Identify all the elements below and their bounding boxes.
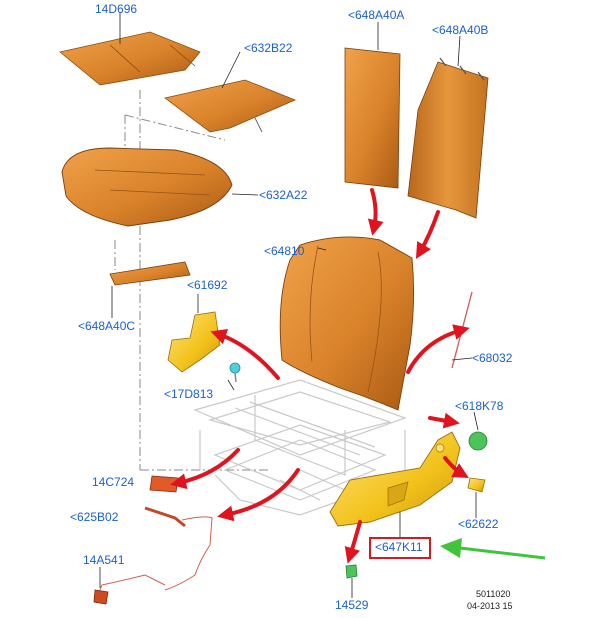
part-648a40b-back-trim[interactable] <box>407 57 489 219</box>
part-14529-connector[interactable] <box>345 564 358 579</box>
label-648a40b[interactable]: <648A40B <box>432 23 489 37</box>
green-pointer-arrow <box>440 538 546 560</box>
label-14529[interactable]: 14529 <box>335 598 369 612</box>
label-618k78[interactable]: <618K78 <box>455 399 504 413</box>
label-648a40a[interactable]: <648A40A <box>348 8 405 22</box>
part-632a22-cushion-foam[interactable] <box>61 147 233 227</box>
seat-frame <box>193 379 407 516</box>
footer-date: 04-2013 15 <box>467 601 513 611</box>
label-648a40c[interactable]: <648A40C <box>78 319 136 333</box>
part-62622-clip[interactable] <box>467 477 486 493</box>
part-17d813-clip[interactable] <box>229 362 241 383</box>
label-62622[interactable]: <62622 <box>458 517 499 531</box>
part-632b22-cushion-pad[interactable] <box>164 79 297 133</box>
part-648a40a-back-heater[interactable] <box>344 47 401 189</box>
highlight-box-647k11 <box>369 537 431 559</box>
part-618k78-knob[interactable] <box>468 431 488 451</box>
part-14a541-harness[interactable] <box>93 574 166 605</box>
label-61692[interactable]: <61692 <box>187 278 228 292</box>
label-leader-lines <box>99 12 479 598</box>
label-632a22[interactable]: <632A22 <box>259 188 308 202</box>
label-68032[interactable]: <68032 <box>472 351 513 365</box>
part-648a40c-heater-pad[interactable] <box>109 261 191 286</box>
label-14d696[interactable]: 14D696 <box>95 2 138 16</box>
label-647k11[interactable]: <647K11 <box>375 540 423 554</box>
label-632b22[interactable]: <632B22 <box>244 41 293 55</box>
label-64810[interactable]: <64810 <box>264 244 305 258</box>
part-625b02-harness[interactable] <box>144 506 213 591</box>
part-61692-bracket[interactable] <box>167 311 221 373</box>
part-64810-backrest-foam[interactable] <box>279 236 415 411</box>
label-14a541[interactable]: 14A541 <box>83 553 125 567</box>
part-647k11-side-shield[interactable] <box>329 431 461 527</box>
footer-code: 5011020 <box>476 589 511 599</box>
label-625b02[interactable]: <625B02 <box>70 510 119 524</box>
red-arrows <box>170 188 470 564</box>
label-17d813[interactable]: <17D813 <box>164 387 214 401</box>
label-14c724[interactable]: 14C724 <box>92 475 135 489</box>
part-14d696-cushion-pad[interactable] <box>59 31 201 86</box>
part-14c724-connector[interactable] <box>149 475 179 493</box>
